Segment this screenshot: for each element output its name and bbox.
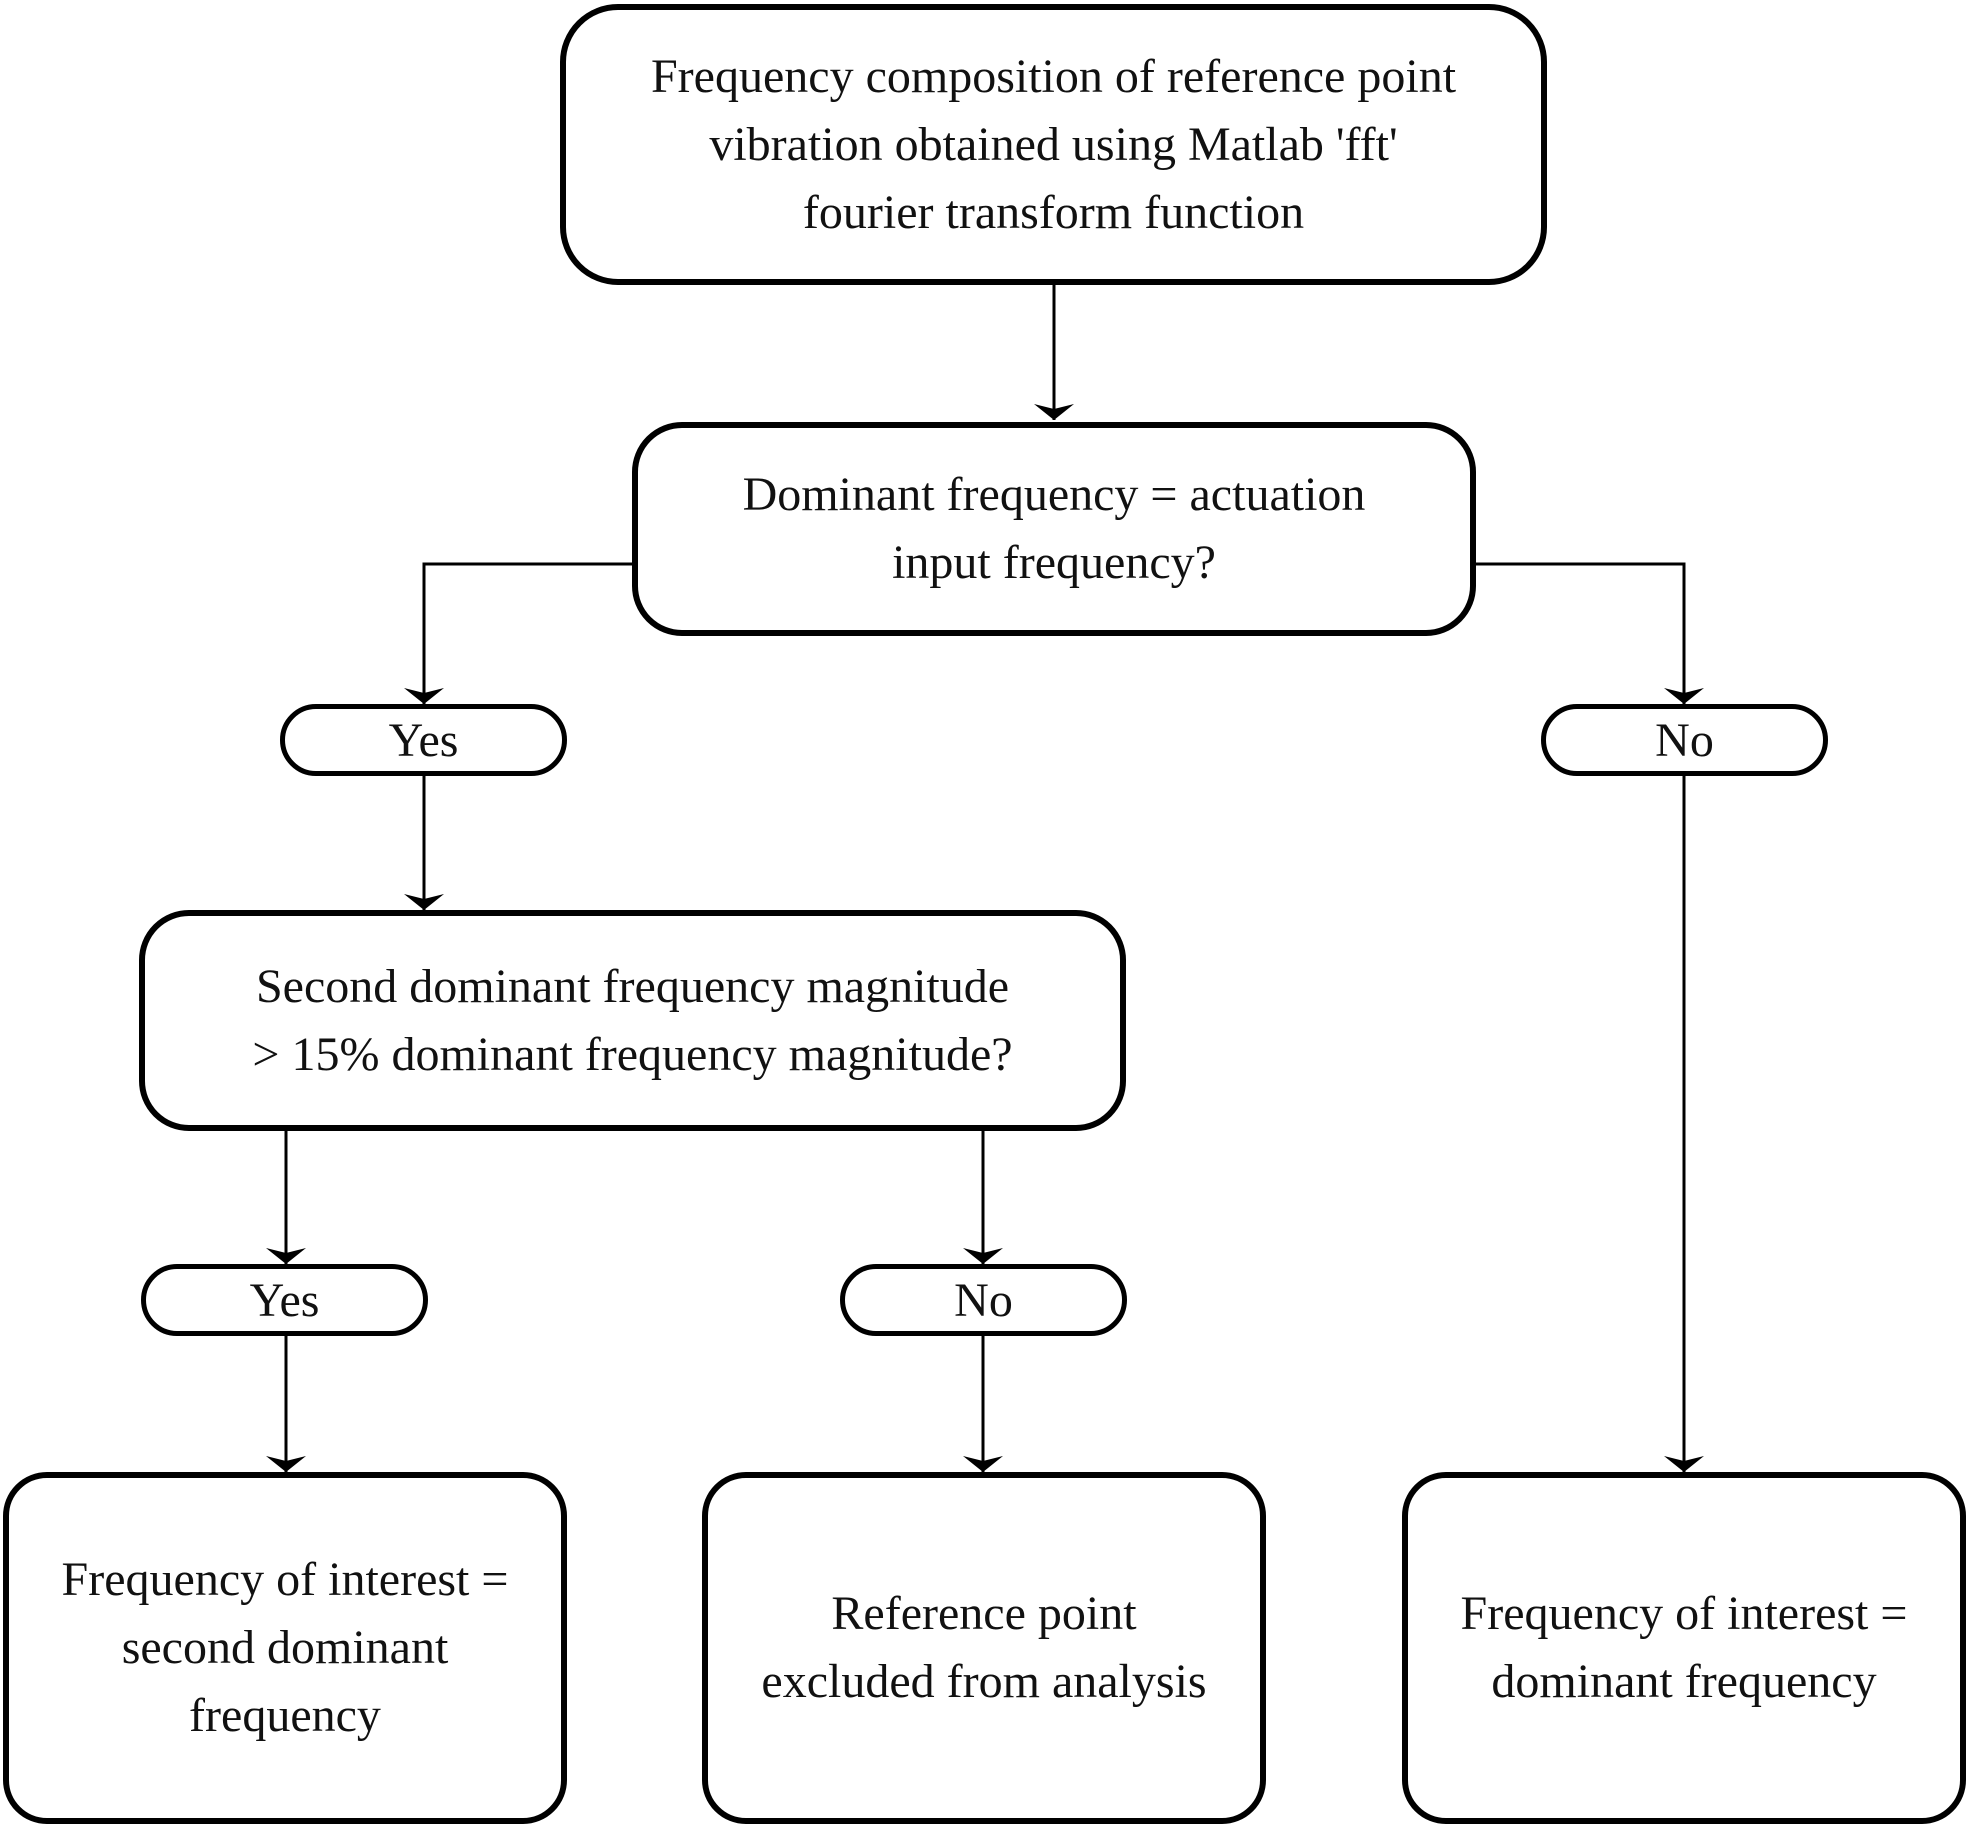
- outcome-excluded-text-line-2: excluded from analysis: [761, 1655, 1207, 1708]
- outcome-second-text-line-2: second dominant: [121, 1621, 449, 1674]
- decision2-no-text: No: [954, 1273, 1013, 1327]
- arrow-decision1-to-no: [1475, 562, 1704, 704]
- decision2-yes-label: Yes: [141, 1264, 428, 1336]
- decision1-text-line-2: input frequency?: [892, 536, 1216, 589]
- decision-second-dominant-magnitude: Second dominant frequency magnitude > 15…: [139, 910, 1126, 1131]
- decision2-yes-text: Yes: [249, 1273, 320, 1327]
- outcome-excluded-text-line-1: Reference point: [831, 1587, 1137, 1640]
- start-text-line-2: vibration obtained using Matlab 'fft': [709, 117, 1398, 171]
- decision1-text-line-1: Dominant frequency = actuation: [742, 468, 1366, 521]
- decision2-text-line-2: > 15% dominant frequency magnitude?: [252, 1027, 1013, 1081]
- outcome-second-dominant-frequency: Frequency of interest = second dominant …: [3, 1472, 567, 1824]
- arrow-decision1-to-yes: [404, 562, 632, 704]
- outcome-excluded-from-analysis: Reference point excluded from analysis: [702, 1472, 1266, 1824]
- decision1-no-label: No: [1541, 704, 1828, 776]
- outcome-dominant-text-line-2: dominant frequency: [1491, 1655, 1877, 1708]
- decision2-no-label: No: [840, 1264, 1127, 1336]
- decision1-yes-text: Yes: [388, 713, 459, 767]
- decision2-text-line-1: Second dominant frequency magnitude: [255, 959, 1010, 1013]
- decision-dominant-equals-actuation: Dominant frequency = actuation input fre…: [632, 422, 1476, 636]
- outcome-second-text-line-3: frequency: [189, 1689, 381, 1742]
- decision1-yes-label: Yes: [280, 704, 567, 776]
- outcome-dominant-text-line-1: Frequency of interest =: [1460, 1587, 1908, 1640]
- start-text-line-1: Frequency composition of reference point: [650, 49, 1457, 103]
- start-text-line-3: fourier transform function: [802, 185, 1305, 239]
- decision1-no-text: No: [1655, 713, 1714, 767]
- outcome-second-text-line-1: Frequency of interest =: [61, 1553, 509, 1606]
- start-box: Frequency composition of reference point…: [560, 4, 1547, 285]
- outcome-dominant-frequency: Frequency of interest = dominant frequen…: [1402, 1472, 1966, 1824]
